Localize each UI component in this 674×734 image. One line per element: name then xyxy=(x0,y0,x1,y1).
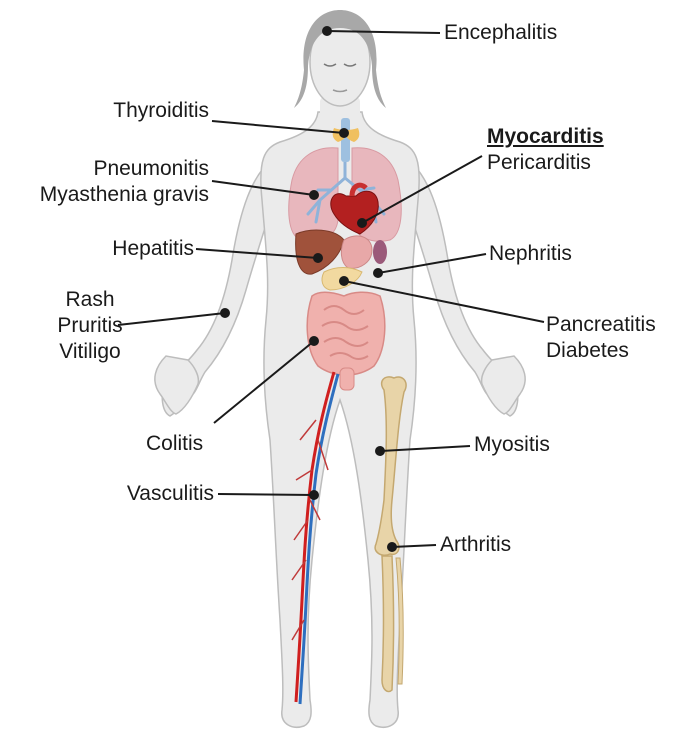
label-nephritis: Nephritis xyxy=(489,242,572,266)
label-vasculitis: Vasculitis xyxy=(60,482,214,506)
label-pneumonitis: Pneumonitis xyxy=(0,157,209,181)
label-myocarditis: Myocarditis xyxy=(487,125,604,149)
vasculitis-line xyxy=(218,494,314,495)
large-intestine xyxy=(307,292,385,375)
label-rash: Rash xyxy=(30,288,150,312)
label-myositis: Myositis xyxy=(474,433,550,457)
label-pancreatitis: Pancreatitis xyxy=(546,313,656,337)
label-diabetes: Diabetes xyxy=(546,339,629,363)
label-thyroiditis: Thyroiditis xyxy=(60,99,209,123)
trachea xyxy=(341,118,350,162)
label-pericarditis: Pericarditis xyxy=(487,151,591,175)
label-hepatitis: Hepatitis xyxy=(60,237,194,261)
label-myasthenia-gravis: Myasthenia gravis xyxy=(0,183,209,207)
label-encephalitis: Encephalitis xyxy=(444,21,557,45)
label-arthritis: Arthritis xyxy=(440,533,511,557)
kidney xyxy=(373,240,387,264)
label-colitis: Colitis xyxy=(146,432,203,456)
right-hand xyxy=(155,356,199,414)
rectum xyxy=(340,368,354,390)
left-hand xyxy=(482,356,526,414)
label-pruritis: Pruritis xyxy=(30,314,150,338)
label-vitiligo: Vitiligo xyxy=(30,340,150,364)
tibia xyxy=(382,556,394,692)
